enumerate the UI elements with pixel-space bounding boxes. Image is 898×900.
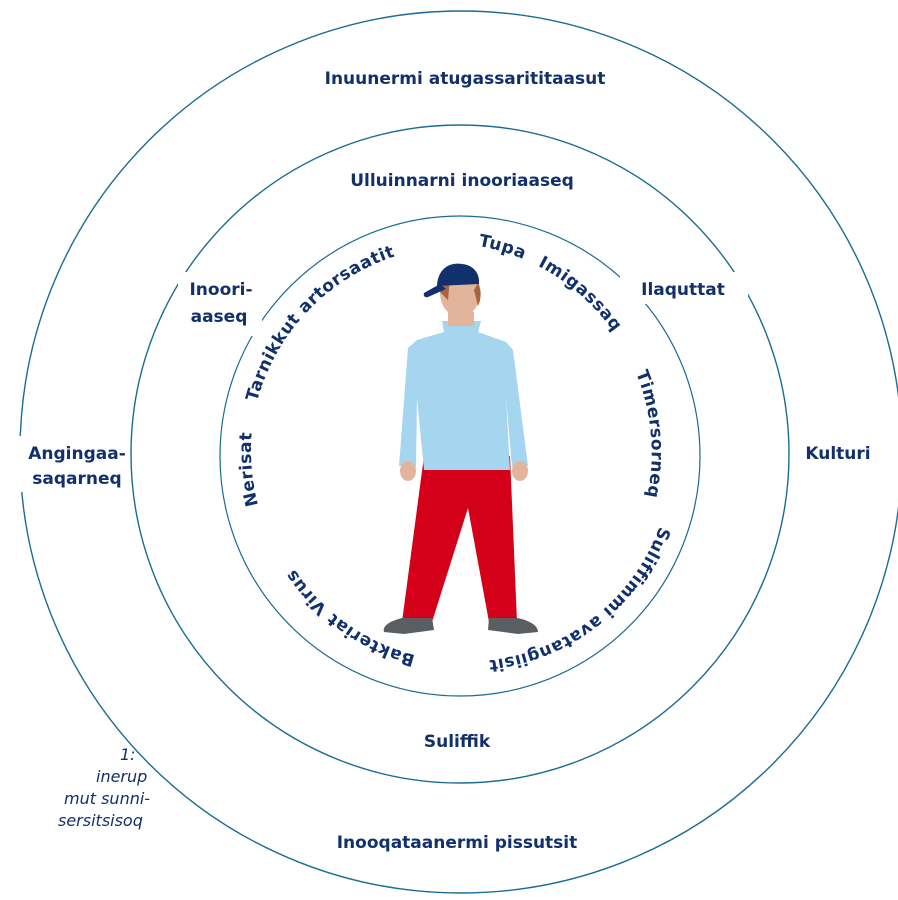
ring-word-tarnikkut: Tarnikkut artorsaatit [243, 242, 398, 404]
outer-label-left-2: saqarneq [32, 469, 121, 489]
person-figure [383, 263, 538, 634]
ring-word-virusi: Virusi [0, 0, 331, 619]
caption-line-3: mut sunni- [64, 789, 150, 808]
middle-label-left-1: Inoori- [189, 280, 252, 300]
cap [437, 263, 480, 286]
middle-ring [130, 124, 790, 784]
middle-label-right: Ilaquttat [641, 280, 725, 300]
ring-word-tupa: Tupa [477, 231, 529, 264]
figure-caption: 1: inerup mut sunni- sersitsisoq [0, 744, 150, 832]
trousers [402, 456, 517, 622]
inner-ring [219, 215, 701, 697]
right-shoe [488, 618, 538, 634]
middle-label-bottom: Suliffik [424, 732, 491, 752]
outer-label-bottom: Inooqataanermi pissutsit [337, 833, 578, 853]
middle-label-top: Ulluinnarni inooriaaseq [350, 171, 574, 191]
ring-word-nerisat: Nerisat [236, 431, 263, 508]
outer-label-top: Inuunermi atugassarititaasut [325, 69, 606, 89]
caption-line-1: 1: [120, 745, 136, 764]
shirt [399, 321, 528, 470]
caption-line-2: inerup [96, 767, 148, 786]
outer-label-left-1: Angingaa- [28, 444, 126, 464]
ring-word-imigassaq: Imigassaq [535, 253, 626, 336]
left-shoe [383, 618, 434, 634]
middle-label-left-2: aaseq [191, 307, 248, 327]
outer-label-right: Kulturi [805, 444, 870, 464]
caption-line-4: sersitsisoq [58, 811, 143, 830]
ring-word-timersorneq: Timersorneq [631, 367, 666, 499]
